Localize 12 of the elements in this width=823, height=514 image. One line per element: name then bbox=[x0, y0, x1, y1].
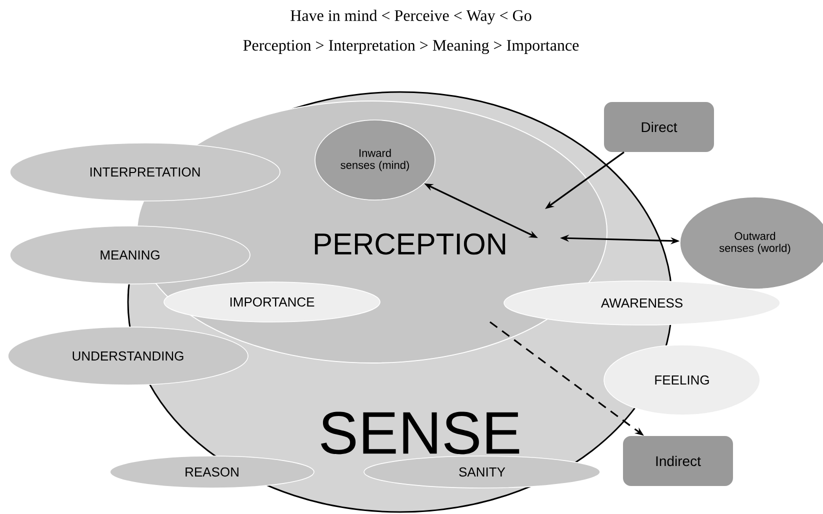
rounded-box: Direct bbox=[604, 102, 714, 152]
ellipse-label: AWARENESS bbox=[504, 280, 780, 326]
ellipse-label: MEANING bbox=[10, 226, 250, 284]
ellipse-label: REASON bbox=[110, 456, 314, 488]
ellipse-label: FEELING bbox=[604, 344, 760, 416]
rounded-box: Indirect bbox=[623, 436, 733, 486]
ellipse-label: Outward senses (world) bbox=[680, 196, 823, 290]
heading-line: Perception > Interpretation > Meaning > Importance bbox=[243, 40, 579, 54]
ellipse-label: Inward senses (mind) bbox=[314, 120, 436, 200]
ellipse-label: UNDERSTANDING bbox=[8, 326, 248, 386]
ellipse-label: INTERPRETATION bbox=[10, 142, 280, 202]
heading-line: Have in mind < Perceive < Way < Go bbox=[290, 10, 532, 24]
